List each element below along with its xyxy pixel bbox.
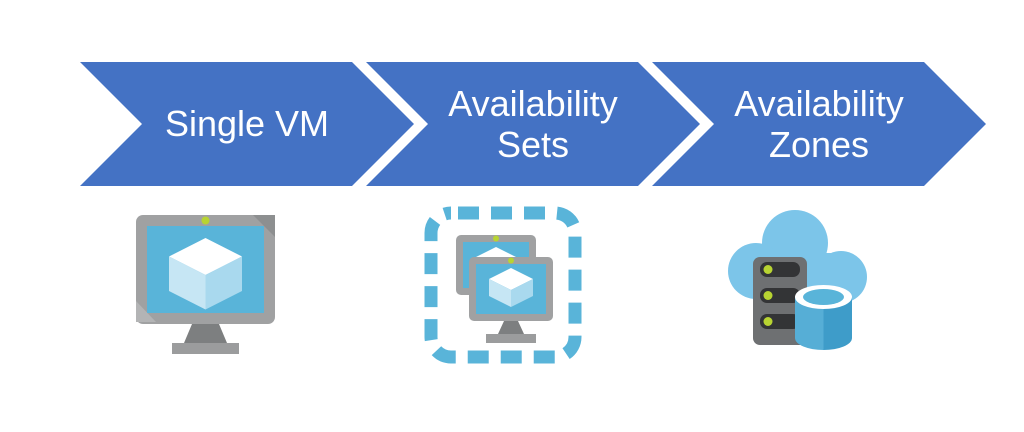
cube-right-face — [205, 256, 242, 310]
database-top — [803, 289, 844, 305]
chevron-availability-sets-label: Availability Sets — [448, 82, 618, 165]
front-monitor-base — [486, 334, 536, 343]
database-cylinder-icon — [795, 285, 852, 350]
database-body-right — [823, 297, 852, 350]
front-monitor-stand — [498, 321, 524, 334]
chevron-availability-zones-label: Availability Zones — [734, 82, 904, 165]
monitor-bevel-light — [136, 301, 156, 322]
front-cube-left-face — [489, 279, 511, 307]
monitor-base — [172, 343, 239, 354]
camera-led-icon — [201, 216, 210, 225]
front-cube-right-face — [511, 279, 533, 307]
server-led-icons — [763, 265, 773, 326]
virtual-machine-icon — [136, 215, 275, 354]
availability-zones-icon — [728, 210, 867, 350]
monitor-stand — [184, 324, 227, 343]
availability-set-icon — [424, 206, 582, 364]
back-camera-led-icon — [493, 235, 499, 242]
chevron-single-vm: Single VM — [80, 62, 414, 186]
dashed-border — [424, 206, 582, 364]
database-body-left — [795, 297, 824, 350]
chevron-availability-sets: Availability Sets — [366, 62, 700, 186]
cube-left-face — [169, 256, 206, 310]
front-camera-led-icon — [508, 257, 514, 264]
chevron-availability-zones: Availability Zones — [652, 62, 986, 186]
chevron-single-vm-label: Single VM — [164, 103, 330, 145]
